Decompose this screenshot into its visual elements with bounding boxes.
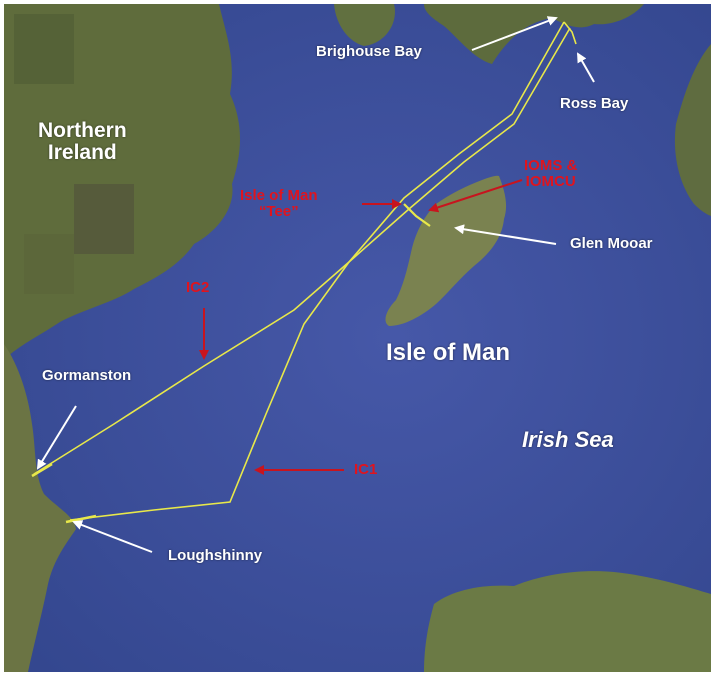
land-scotland-east — [424, 4, 644, 64]
label-ic1: IC1 — [354, 461, 378, 478]
label-gormanston: Gormanston — [42, 367, 132, 384]
cable-iom-tee — [403, 203, 431, 227]
cable-ic1 — [69, 27, 571, 521]
cable-landfall-gormanston — [31, 462, 53, 478]
label-isle-of-man: Isle of Man — [386, 339, 511, 366]
pointer-brighouse-bay — [471, 16, 558, 51]
label-iom-tee: Isle of Man “Tee” — [240, 188, 318, 220]
pointer-gormanston — [36, 405, 77, 470]
land-wales — [424, 571, 711, 672]
land-ireland-east-coast — [4, 344, 76, 672]
pointer-ross-bay — [577, 52, 595, 83]
label-irish-sea: Irish Sea — [522, 427, 614, 452]
pointer-loughshinny — [72, 520, 153, 553]
land-texture — [24, 234, 74, 294]
label-ic2: IC2 — [186, 279, 210, 296]
label-ioms-line1: IOMS & — [524, 157, 578, 174]
label-glen-mooar: Glen Mooar — [570, 235, 653, 252]
label-ross-bay: Ross Bay — [560, 95, 629, 112]
land-northern-ireland — [4, 4, 240, 672]
pointer-glen-mooar — [454, 224, 557, 245]
label-iom-tee-line1: Isle of Man — [240, 187, 318, 204]
label-brighouse-bay: Brighouse Bay — [316, 43, 422, 60]
label-ioms-line2: IOMCU — [525, 172, 576, 190]
pointer-ioms — [428, 179, 523, 213]
map-canvas — [4, 4, 711, 672]
label-ioms-iomcu: IOMS & IOMCU — [524, 158, 577, 190]
map-frame: Northern Ireland Isle of Man Irish Sea B… — [4, 4, 711, 672]
label-northern-ireland-line2: Ireland — [47, 141, 117, 165]
cable-ross-bay-spur — [563, 21, 577, 45]
label-loughshinny: Loughshinny — [168, 547, 263, 564]
label-northern-ireland: Northern Ireland — [38, 119, 127, 165]
land-texture — [14, 14, 74, 84]
land-england-northwest — [674, 44, 711, 216]
label-northern-ireland-line1: Northern — [38, 119, 127, 142]
cable-landfall-loughshinny — [65, 514, 97, 524]
label-iom-tee-line2: “Tee” — [258, 202, 299, 220]
land-texture — [74, 184, 134, 254]
land-scotland-west — [334, 4, 395, 46]
land-isle-of-man — [385, 175, 507, 326]
